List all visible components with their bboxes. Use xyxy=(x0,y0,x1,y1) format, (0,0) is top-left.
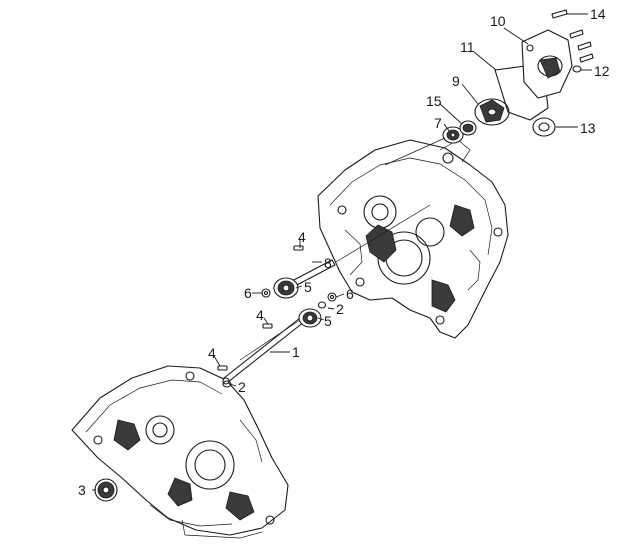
dowel-pin-mid xyxy=(262,323,273,329)
washer-right xyxy=(327,292,337,302)
callout-7: 7 xyxy=(434,115,442,131)
gear-upper xyxy=(273,277,299,299)
callout-8: 8 xyxy=(324,255,332,271)
callout-6-left: 6 xyxy=(244,285,252,301)
callout-5-upper: 5 xyxy=(304,279,312,295)
callout-2-lower: 2 xyxy=(238,379,246,395)
callout-9: 9 xyxy=(452,73,460,89)
pump-cover xyxy=(521,29,573,99)
callout-1: 1 xyxy=(292,344,300,360)
impeller xyxy=(474,98,510,126)
gear-lower xyxy=(298,308,322,328)
callout-11: 11 xyxy=(460,39,475,55)
callout-14: 13 xyxy=(580,120,596,136)
callout-4-lower: 4 xyxy=(208,345,216,361)
callout-15: 15 xyxy=(426,93,442,109)
seal-washer xyxy=(572,65,582,73)
callout-2-upper: 2 xyxy=(336,301,344,317)
leader-lines xyxy=(92,13,592,491)
callout-10: 10 xyxy=(490,13,506,29)
pump-seal xyxy=(442,126,464,144)
callout-5-lower: 5 xyxy=(324,313,332,329)
dowel-pin-lower xyxy=(217,365,228,371)
right-crankcase-half xyxy=(317,139,509,339)
drive-gear xyxy=(94,478,118,502)
hose-fitting xyxy=(532,117,556,137)
callout-13: 14 xyxy=(590,6,606,22)
o-ring-mid xyxy=(317,301,327,309)
callout-4-upper: 4 xyxy=(298,229,306,245)
callout-6-right: 6 xyxy=(346,286,354,302)
callout-12: 12 xyxy=(594,63,610,79)
dowel-pin-upper xyxy=(293,245,304,251)
assembly-guide-lines xyxy=(239,137,446,361)
left-crankcase-half xyxy=(71,365,289,539)
callout-4-mid: 4 xyxy=(256,307,264,323)
bearing xyxy=(459,120,477,136)
washer-left xyxy=(261,288,271,298)
callout-3: 3 xyxy=(78,482,86,498)
callout-labels: 14 10 11 12 9 15 7 13 4 8 6 5 6 2 5 4 1 … xyxy=(78,6,610,498)
